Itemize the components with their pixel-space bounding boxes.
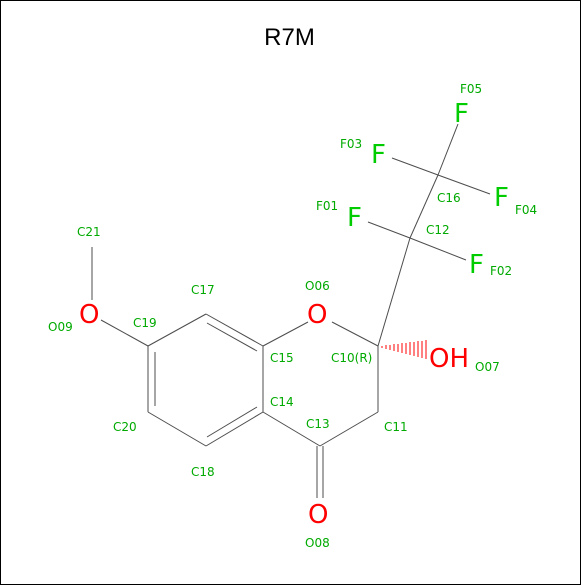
atom-label-c17: C17 <box>191 283 215 297</box>
diagram-title: R7M <box>264 24 315 51</box>
atom-label-c21: C21 <box>77 225 101 239</box>
oxygen-symbol-o08: O <box>308 500 328 530</box>
fluorine-symbol-f03: F <box>371 140 386 170</box>
atom-label-f05: F05 <box>460 82 482 96</box>
oxygen-symbol-o06: O <box>307 300 327 330</box>
atom-label-c19: C19 <box>133 316 157 330</box>
oxygen-symbol-o09: O <box>79 300 99 330</box>
atom-label-c20: C20 <box>113 420 137 434</box>
atom-label-f04: F04 <box>515 203 537 217</box>
atom-label-c12: C12 <box>426 223 450 237</box>
bond-c10-c12 <box>377 237 411 347</box>
atom-label-f02: F02 <box>490 264 512 278</box>
fluorine-symbol-f05: F <box>454 99 469 129</box>
atom-label-o06: O06 <box>305 279 330 293</box>
bond-c12-f02 <box>409 237 467 261</box>
bond-c16-f03 <box>391 157 439 176</box>
fluorine-symbol-f01: F <box>347 203 362 233</box>
bond-c17-c15-inner <box>206 322 258 352</box>
atom-label-f03: F03 <box>340 137 362 151</box>
bond-o06-c10 <box>331 321 379 347</box>
atom-label-c18: C18 <box>191 465 215 479</box>
fluorine-symbol-f02: F <box>469 250 484 280</box>
atom-label-c15: C15 <box>270 351 294 365</box>
atom-label-c16: C16 <box>437 191 461 205</box>
stereo-hash-bond <box>381 340 427 359</box>
bond-c19-c17 <box>147 313 207 347</box>
bond-o09-c19 <box>100 319 149 347</box>
bond-c18-c20 <box>147 411 207 447</box>
bond-c15-o06 <box>262 321 309 347</box>
atom-label-c13: C13 <box>306 417 330 431</box>
bond-c16-f05 <box>437 123 459 176</box>
bond-c14-c18-inner <box>206 406 258 438</box>
atom-label-c10: C10(R) <box>331 351 372 365</box>
bond-c11-c13 <box>319 411 379 447</box>
bonds <box>91 123 491 498</box>
element-symbols: O O OH O F F F F F <box>79 99 509 530</box>
bond-c13-c14 <box>262 411 321 447</box>
bond-c16-f04 <box>437 174 491 195</box>
bond-c14-c18 <box>205 411 264 447</box>
atom-label-c14: C14 <box>270 395 294 409</box>
oxygen-symbol-o07: OH <box>429 344 469 374</box>
atom-label-c11: C11 <box>384 420 408 434</box>
atom-label-o09: O09 <box>48 320 73 334</box>
bond-c12-f01 <box>367 221 411 239</box>
atom-label-o08: O08 <box>305 536 330 550</box>
fluorine-symbol-f04: F <box>494 183 509 213</box>
atom-labels: C21 O09 C19 C17 C15 O06 C10(R) O07 C12 C… <box>48 82 537 550</box>
atom-label-o07: O07 <box>475 360 500 374</box>
atom-label-f01: F01 <box>316 199 338 213</box>
bond-c12-c16 <box>409 174 439 239</box>
bond-c17-c15 <box>205 313 264 347</box>
